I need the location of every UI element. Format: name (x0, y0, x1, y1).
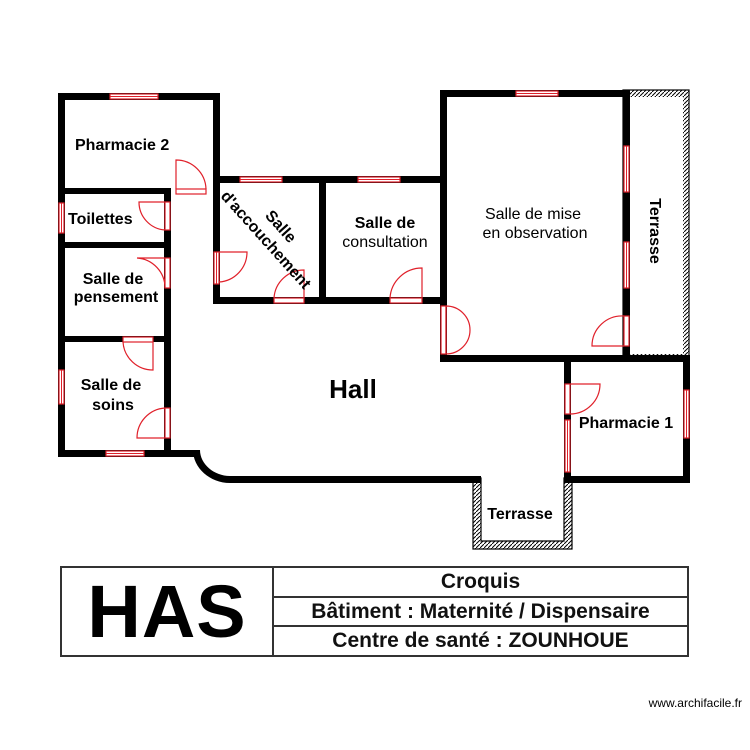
window-accouchement-north (239, 176, 283, 183)
watermark: www.archifacile.fr (648, 696, 742, 710)
window-soins-west (58, 369, 65, 405)
label-observation-1: Salle de mise (485, 206, 581, 223)
label-soins-2: soins (92, 397, 134, 414)
label-observation-2: en observation (483, 225, 588, 242)
door-soins-east[interactable] (136, 407, 171, 439)
window-soins-south (105, 450, 145, 457)
window-accouchement-west (213, 251, 220, 285)
room-labels: Pharmacie 2 Toilettes Salle de pensement… (68, 137, 673, 523)
title-block: HAS Croquis Bâtiment : Maternité / Dispe… (60, 566, 689, 657)
door-pharmacie1[interactable] (564, 383, 601, 415)
door-pansement[interactable] (136, 257, 171, 289)
label-consultation-2: consultation (342, 234, 427, 251)
door-toilettes[interactable] (138, 201, 171, 231)
door-accouchement[interactable] (273, 269, 305, 304)
window-pharmacie1-east (683, 389, 690, 439)
label-soins-1: Salle de (81, 377, 142, 394)
window-pharmacie2-north (109, 93, 159, 100)
label-pansement-2: pensement (74, 289, 159, 306)
label-pansement-1: Salle de (83, 271, 144, 288)
label-pharmacie2: Pharmacie 2 (75, 137, 169, 154)
window-consultation-north (357, 176, 401, 183)
floor-plan: Pharmacie 2 Toilettes Salle de pensement… (58, 89, 690, 550)
label-toilettes: Toilettes (68, 211, 133, 228)
label-consultation-1: Salle de (355, 215, 416, 232)
terrace-east-hatch (622, 89, 690, 361)
window-observation-north (515, 90, 559, 97)
door-consultation[interactable] (389, 267, 423, 304)
door-soins-north[interactable] (122, 336, 154, 371)
title-block-line1: Croquis (274, 568, 687, 598)
doors (122, 159, 630, 439)
title-block-logo: HAS (62, 568, 274, 655)
door-observation-west[interactable] (440, 305, 471, 355)
label-hall: Hall (329, 374, 377, 404)
title-block-line2: Bâtiment : Maternité / Dispensaire (274, 598, 687, 628)
window-toilettes-west (58, 202, 65, 234)
windows (58, 90, 690, 473)
label-terrasse-south: Terrasse (487, 506, 553, 523)
label-pharmacie1: Pharmacie 1 (579, 415, 673, 432)
title-block-line3: Centre de santé : ZOUNHOUE (332, 629, 629, 653)
door-observation-east[interactable] (591, 315, 630, 347)
window-observation-east-1 (623, 145, 630, 193)
door-pharmacie2[interactable] (175, 159, 207, 195)
window-observation-east-2 (623, 241, 630, 289)
label-accouchement-2: d'accouchement (217, 188, 314, 293)
title-block-rows: Croquis Bâtiment : Maternité / Dispensai… (274, 568, 687, 655)
door-accouchement-west[interactable] (218, 251, 248, 283)
window-pharmacie1-west (564, 419, 571, 473)
label-terrasse-east: Terrasse (646, 198, 663, 264)
